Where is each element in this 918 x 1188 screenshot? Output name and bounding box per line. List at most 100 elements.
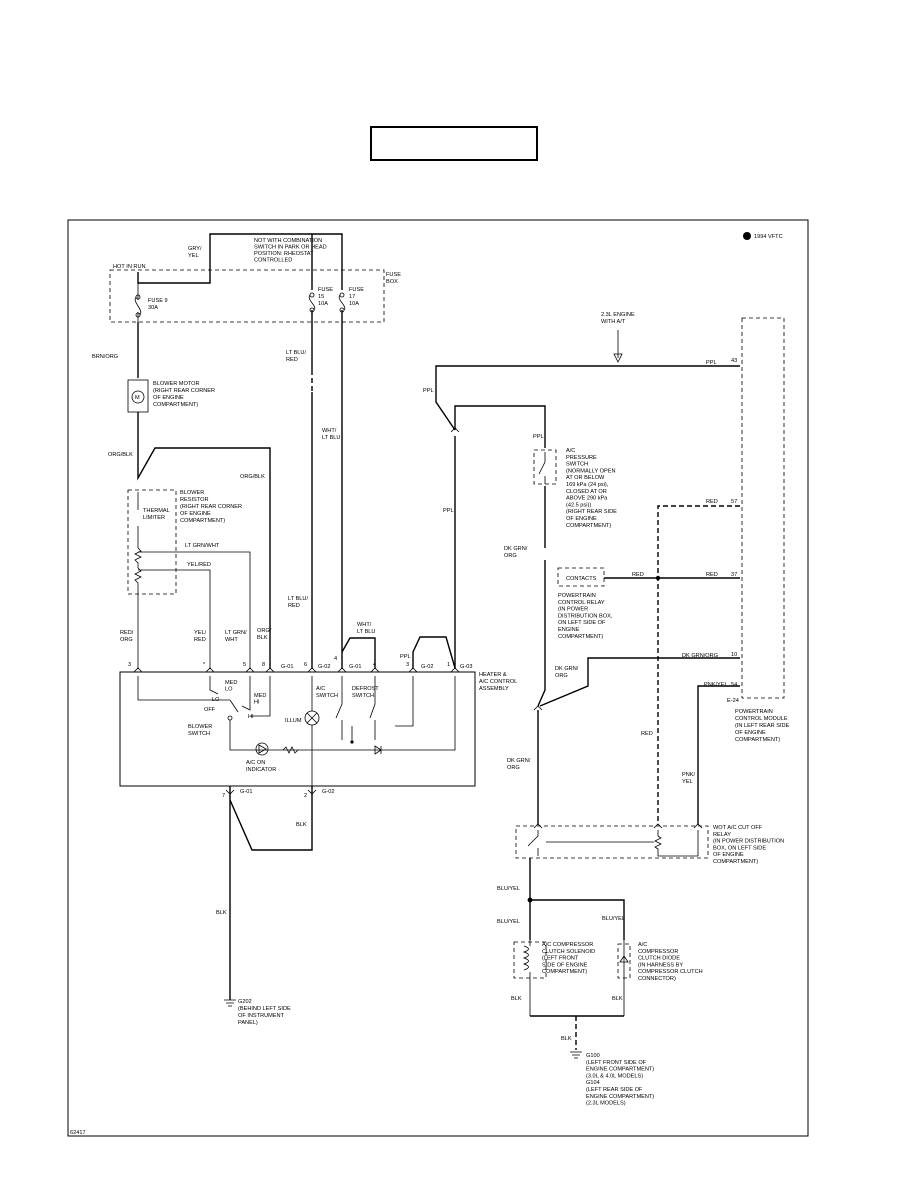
text-line: (IN HARNESS BY bbox=[638, 962, 683, 968]
wire-yel-red-b: YEL/RED bbox=[194, 630, 207, 643]
text-line: (IN POWER bbox=[558, 607, 588, 613]
text-line: INDICATOR bbox=[246, 767, 276, 773]
text-line: A/C bbox=[638, 942, 647, 948]
wire-dk-grn-org-2: DK GRN/ORG bbox=[555, 666, 579, 679]
text-line: COMPARTMENT) bbox=[180, 518, 225, 524]
wire-ppl-4: PPL bbox=[533, 434, 544, 440]
text-line: HEATER & bbox=[479, 672, 507, 678]
text-line: PRESSURE bbox=[566, 455, 597, 461]
wire-yel-red: YEL/RED bbox=[187, 562, 211, 568]
text-line: ORG bbox=[504, 553, 517, 559]
conn-g01: G-01 bbox=[281, 664, 293, 670]
wire-blk-1: BLK bbox=[296, 822, 307, 828]
text-line: DEFROST bbox=[352, 686, 379, 692]
text-line: SWITCH bbox=[188, 731, 210, 737]
ref-code-icon bbox=[743, 232, 751, 240]
text-line: 10A bbox=[318, 301, 328, 307]
text-line: THERMAL bbox=[143, 508, 170, 514]
text-line: HI bbox=[254, 700, 260, 706]
wire-blu-yel-3: BLU/YEL bbox=[602, 916, 625, 922]
text-line: ON LEFT SIDE OF bbox=[558, 620, 606, 626]
text-line: RELAY bbox=[713, 832, 731, 838]
text-line: LIMITER bbox=[143, 515, 165, 521]
text-line: CONTROL MODULE bbox=[735, 716, 788, 722]
wire-lt-blu-red-b: LT BLU/RED bbox=[288, 596, 308, 609]
illum-label: ILLUM bbox=[285, 718, 302, 724]
pin-10: 10 bbox=[731, 652, 737, 658]
text-line: PNK/ bbox=[682, 772, 696, 778]
motor-icon bbox=[131, 390, 145, 404]
text-line: RESISTOR bbox=[180, 497, 209, 503]
text-line: (LEFT FRONT bbox=[542, 956, 579, 962]
text-line: 2.3L ENGINE bbox=[601, 312, 635, 318]
text-line: (LEFT REAR SIDE OF bbox=[586, 1087, 643, 1093]
text-line: SWITCH IN PARK OR HEAD bbox=[254, 245, 327, 251]
text-line: DK GRN/ bbox=[507, 758, 531, 764]
text-line: (RIGHT REAR CORNER bbox=[153, 388, 215, 394]
text-line: G100 bbox=[586, 1053, 600, 1059]
text-line: COMPARTMENT) bbox=[558, 634, 603, 640]
text-line: CLOSED AT OR bbox=[566, 489, 607, 495]
ref-code: 1994 VFTC bbox=[754, 234, 783, 240]
text-line: ORG bbox=[507, 765, 520, 771]
fuse-box bbox=[109, 269, 385, 323]
pin-37: 37 bbox=[731, 572, 737, 578]
svg-text:8: 8 bbox=[262, 662, 265, 668]
text-line: CLUTCH SOLENOID bbox=[542, 949, 595, 955]
diagram-frame bbox=[67, 219, 809, 1137]
text-line: YEL bbox=[682, 779, 693, 785]
text-line: POWERTRAIN bbox=[735, 709, 773, 715]
text-line: LT GRN/ bbox=[225, 630, 247, 636]
text-line: OF ENGINE bbox=[713, 852, 744, 858]
svg-text:3: 3 bbox=[406, 662, 409, 668]
text-line: COMPRESSOR bbox=[638, 949, 678, 955]
text-line: BLK bbox=[257, 635, 268, 641]
heater-ac-control-assembly bbox=[119, 671, 476, 787]
text-line: WOT A/C CUT OFF bbox=[713, 825, 763, 831]
text-line: ENGINE COMPARTMENT) bbox=[586, 1094, 654, 1100]
conn-g02b: G-02 bbox=[421, 664, 433, 670]
wire-dk-grn-org-4: DK GRN/ORG bbox=[507, 758, 531, 771]
pin-54: 54 bbox=[731, 682, 737, 688]
conn-g02c: G-02 bbox=[322, 789, 334, 795]
ac-on-indicator-icon bbox=[255, 742, 269, 756]
text-line: DISTRIBUTION BOX, bbox=[558, 613, 613, 619]
wire-red-org: RED/ORG bbox=[120, 630, 134, 643]
text-line: YEL bbox=[188, 253, 199, 259]
text-line: FUSE bbox=[386, 272, 401, 278]
conn-g01c: G-01 bbox=[240, 789, 252, 795]
text-line: COMPARTMENT) bbox=[735, 737, 780, 743]
wire-ppl-3: PPL bbox=[443, 508, 454, 514]
text-line: WITH A/T bbox=[601, 319, 626, 325]
text-line: COMPARTMENT) bbox=[713, 859, 758, 865]
text-line: BOX bbox=[386, 279, 398, 285]
text-line: ABOVE 290 kPa bbox=[566, 496, 608, 502]
pin-57: 57 bbox=[731, 499, 737, 505]
wire-wht-lt-blu-b: WHT/LT BLU bbox=[357, 622, 375, 635]
wire-ppl-conn: PPL bbox=[400, 654, 411, 660]
text-line: CLUTCH DIODE bbox=[638, 956, 680, 962]
svg-text:*: * bbox=[203, 662, 206, 668]
wire-pnk-yel-b: PNK/YEL bbox=[682, 772, 696, 785]
text-line: ORG bbox=[120, 637, 133, 643]
svg-text:2: 2 bbox=[304, 793, 307, 799]
text-line: (2.3L MODELS) bbox=[586, 1101, 626, 1107]
text-line: RED bbox=[288, 603, 300, 609]
svg-text:4: 4 bbox=[373, 662, 376, 668]
text-line: POWERTRAIN bbox=[558, 593, 596, 599]
wire-lt-blu-red-top: LT BLU/RED bbox=[286, 350, 306, 363]
wire-red-mid: RED bbox=[641, 731, 653, 737]
text-line: 169 kPa (24 psi), bbox=[566, 482, 609, 488]
